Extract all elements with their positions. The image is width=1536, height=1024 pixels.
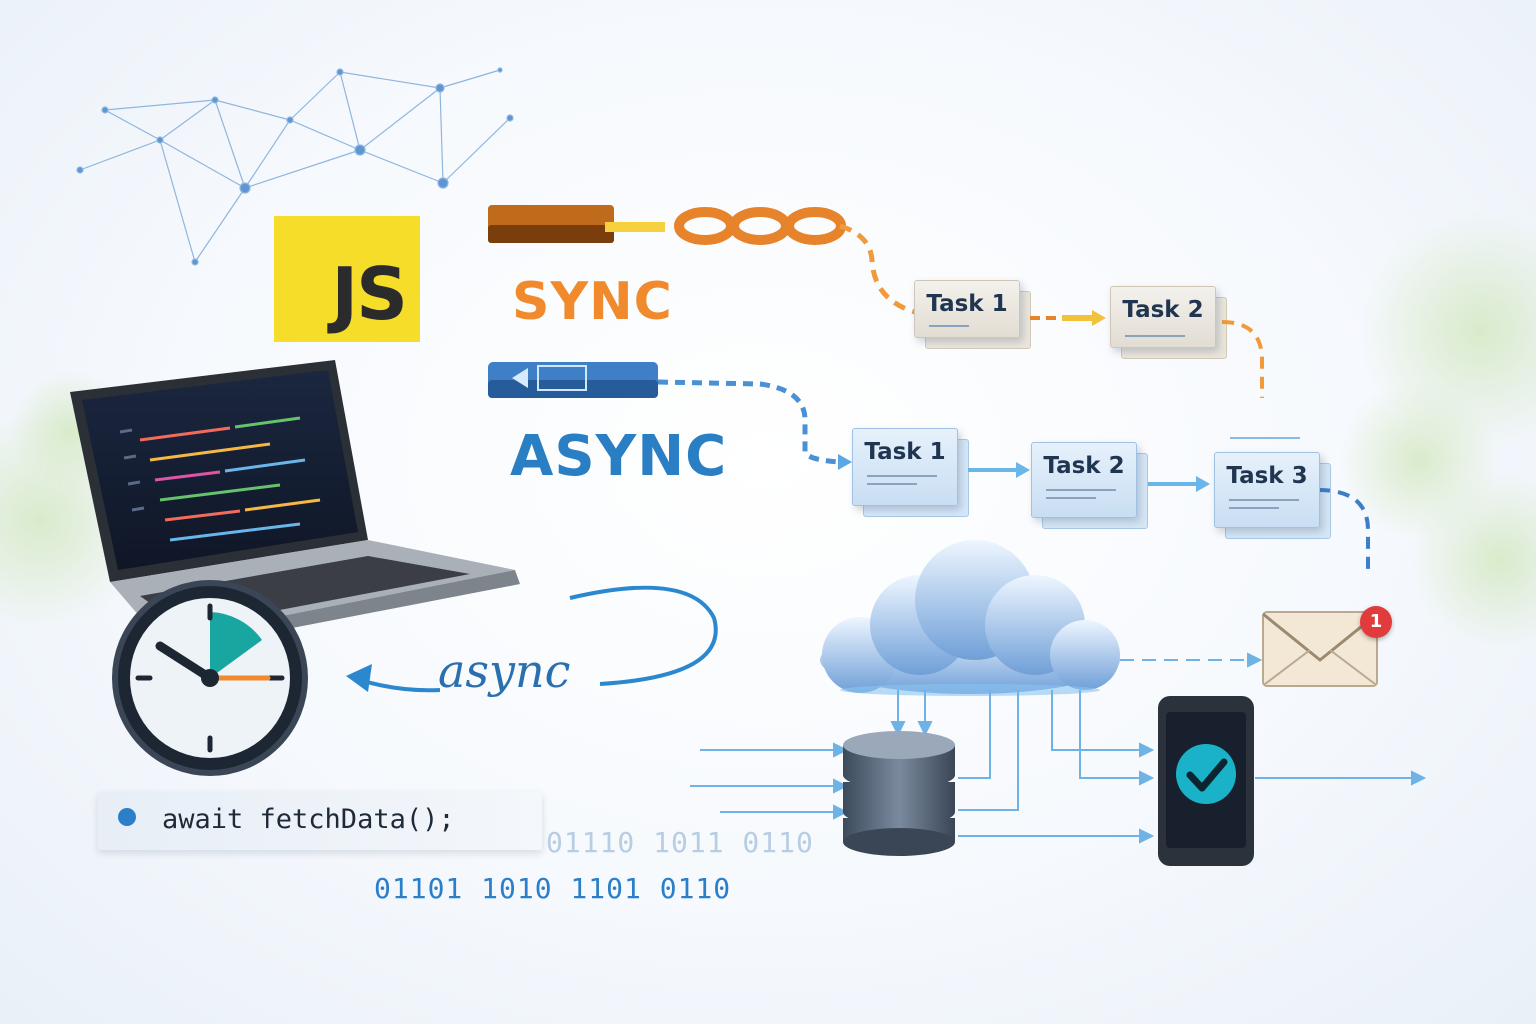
laptop-icon bbox=[70, 360, 520, 652]
sync-task-1-label: Task 1 bbox=[926, 291, 1008, 317]
chain-icon bbox=[488, 205, 1264, 398]
async-task-1: Task 1 bbox=[852, 428, 969, 517]
code-line: await fetchData(); bbox=[162, 804, 455, 835]
binary-main: 01101 1010 1101 0110 bbox=[374, 872, 732, 905]
phone-check-icon bbox=[1158, 696, 1254, 866]
async-task-2-label: Task 2 bbox=[1043, 453, 1125, 479]
binary-faded: 01110 1011 0110 bbox=[546, 826, 814, 859]
async-task-3: Task 3 bbox=[1214, 452, 1331, 539]
mail-icon bbox=[1262, 611, 1378, 687]
database-icon bbox=[843, 731, 955, 856]
data-flow-lines bbox=[690, 652, 1427, 844]
notification-badge: 1 bbox=[1360, 606, 1392, 638]
cloud-icon bbox=[820, 540, 1120, 696]
async-task-2: Task 2 bbox=[1031, 442, 1148, 529]
sync-label: SYNC bbox=[512, 272, 673, 332]
cable-icon bbox=[488, 362, 1370, 570]
async-label: ASYNC bbox=[510, 424, 728, 489]
async-task-3-label: Task 3 bbox=[1226, 463, 1308, 489]
js-logo-text: JS bbox=[331, 252, 408, 336]
chat-bubble-icon bbox=[118, 808, 136, 826]
async-arrow-icon bbox=[346, 585, 718, 693]
sync-task-1: Task 1 bbox=[914, 280, 1031, 349]
clock-icon bbox=[112, 580, 308, 776]
code-snippet-box: await fetchData(); bbox=[98, 792, 542, 850]
sync-task-2-label: Task 2 bbox=[1122, 297, 1204, 323]
sync-task-2: Task 2 bbox=[1110, 286, 1227, 359]
async-task-1-label: Task 1 bbox=[864, 439, 946, 465]
js-logo: JS bbox=[274, 216, 420, 342]
network-mesh-icon bbox=[76, 67, 514, 266]
async-script-label: async bbox=[438, 644, 571, 698]
